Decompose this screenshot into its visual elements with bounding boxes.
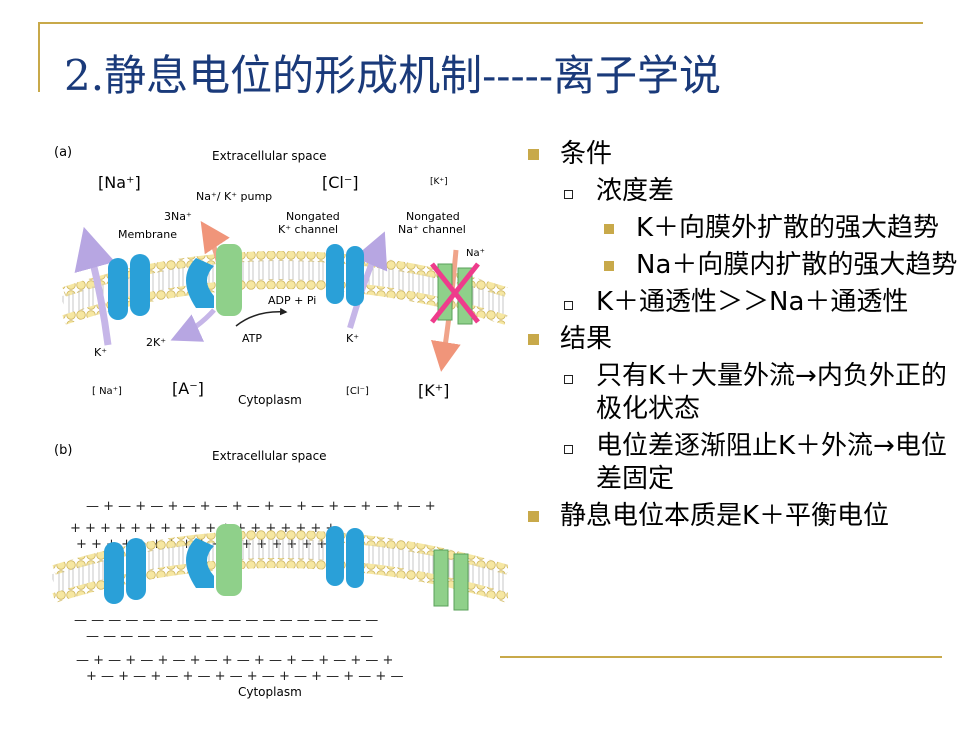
- svg-text:+ — + — + — + — + — + — + — +: + — + — + — + — + — + — + — + — + — + —: [86, 669, 403, 684]
- k-channel-b-mid: [326, 526, 344, 586]
- na-channel-b-right: [453, 553, 469, 611]
- three-na-label: 3Na⁺: [164, 210, 192, 223]
- na-out-label: [Na⁺]: [98, 173, 141, 192]
- na-channel-label-2: Na⁺ channel: [398, 223, 466, 236]
- atp-label: ATP: [242, 332, 262, 345]
- hollow-square-bullet-icon: [564, 445, 573, 454]
- k-pump-in-arrow: [170, 308, 216, 342]
- square-bullet-icon: [528, 334, 539, 345]
- bullet-results: 结果: [524, 323, 964, 356]
- svg-text:— — — — — — — — — — — — — — —: — — — — — — — — — — — — — — — — — —: [74, 613, 378, 628]
- svg-text:— — — — — — — — — — — — — — —: — — — — — — — — — — — — — — — — —: [86, 629, 373, 644]
- pump-green-part: [216, 244, 242, 316]
- svg-text:— + — + — + — + — + — + — + —: — + — + — + — + — + — + — + — + — + — + …: [86, 499, 436, 514]
- charge-row-2: — — — — — — — — — — — — — — — — — — — — …: [74, 613, 403, 684]
- pump-blue-part: [186, 258, 214, 308]
- hollow-square-bullet-icon: [564, 375, 573, 384]
- k-channel-label-1: Nongated: [286, 210, 340, 223]
- na-in-label: [ Na⁺]: [92, 386, 122, 397]
- k-channel-mid-2: [346, 246, 364, 306]
- atp-arrow: [235, 307, 288, 327]
- cytoplasm-label-a: Cytoplasm: [238, 393, 302, 407]
- square-bullet-icon: [528, 149, 539, 160]
- hollow-square-bullet-icon: [564, 301, 573, 310]
- bullet-essence: 静息电位本质是K＋平衡电位: [524, 500, 964, 533]
- k-mid-label: K⁺: [346, 332, 359, 345]
- square-bullet-icon: [604, 224, 614, 234]
- top-rule: [38, 22, 923, 24]
- svg-text:— + — + — + — + — + — + — + —: — + — + — + — + — + — + — + — + — + — +: [76, 653, 393, 668]
- bullet-k-diffusion: K＋向膜外扩散的强大趋势: [524, 212, 964, 245]
- left-rule: [38, 22, 40, 92]
- bullet-conditions: 条件: [524, 138, 964, 171]
- square-bullet-icon: [604, 261, 614, 271]
- adp-label: ADP + Pi: [268, 294, 316, 307]
- slide-title: 2.静息电位的形成机制-----离子学说: [64, 51, 722, 100]
- membrane-figure: (a) Extracellular space [Na⁺] [Cl⁻] [K⁺]…: [50, 145, 508, 699]
- k-channel-label-2: K⁺ channel: [278, 223, 338, 236]
- extracellular-label: Extracellular space: [212, 149, 327, 163]
- panel-b: (b) Extracellular space — + — + — + — + …: [50, 443, 508, 699]
- hollow-square-bullet-icon: [564, 190, 573, 199]
- bullet-na-diffusion: Na＋向膜内扩散的强大趋势: [524, 249, 964, 282]
- square-bullet-icon: [528, 511, 539, 522]
- k-channel-left: [108, 258, 128, 320]
- extracellular-label-b: Extracellular space: [212, 449, 327, 463]
- na-channel-label-1: Nongated: [406, 210, 460, 223]
- pump-b-blue-part: [186, 538, 214, 588]
- panel-a: (a) Extracellular space [Na⁺] [Cl⁻] [K⁺]…: [54, 145, 508, 407]
- cl-in-label: [Cl⁻]: [346, 386, 369, 397]
- bullet-list: 条件 浓度差 K＋向膜外扩散的强大趋势 Na＋向膜内扩散的强大趋势 K＋通透性＞…: [524, 138, 964, 537]
- na-channel-cross: [430, 262, 480, 324]
- k-channel-b-left: [104, 542, 124, 604]
- k-channel-b-left-2: [126, 538, 146, 600]
- bullet-concentration: 浓度差: [524, 175, 964, 208]
- two-k-label: 2K⁺: [146, 336, 166, 349]
- k-channel-b-mid-2: [346, 528, 364, 588]
- k-channel-arrow: [347, 231, 388, 329]
- bullet-potential-fixed: 电位差逐渐阻止K＋外流→电位差固定: [524, 430, 964, 496]
- membrane-label: Membrane: [118, 228, 177, 241]
- k-channel-mid: [326, 244, 344, 304]
- bullet-permeability: K＋通透性＞＞Na＋通透性: [524, 286, 964, 319]
- k-left-label: K⁺: [94, 346, 107, 359]
- panel-a-label: (a): [54, 145, 72, 160]
- bottom-rule: [500, 656, 942, 658]
- pump-label: Na⁺/ K⁺ pump: [196, 190, 272, 203]
- a-in-label: [A⁻]: [172, 379, 204, 398]
- pump-b-green-part: [216, 524, 242, 596]
- cl-out-label: [Cl⁻]: [322, 173, 359, 192]
- k-in-label: [K⁺]: [418, 381, 449, 400]
- k-efflux-arrow-left: [74, 226, 116, 346]
- k-out-label: [K⁺]: [430, 177, 448, 187]
- cytoplasm-label-b: Cytoplasm: [238, 685, 302, 699]
- na-ion-label: Na⁺: [466, 248, 485, 259]
- panel-b-label: (b): [54, 443, 72, 458]
- na-channel-b-left: [433, 549, 449, 607]
- bullet-k-efflux: 只有K＋大量外流→内负外正的极化状态: [524, 360, 964, 426]
- k-channel-left-2: [130, 254, 150, 316]
